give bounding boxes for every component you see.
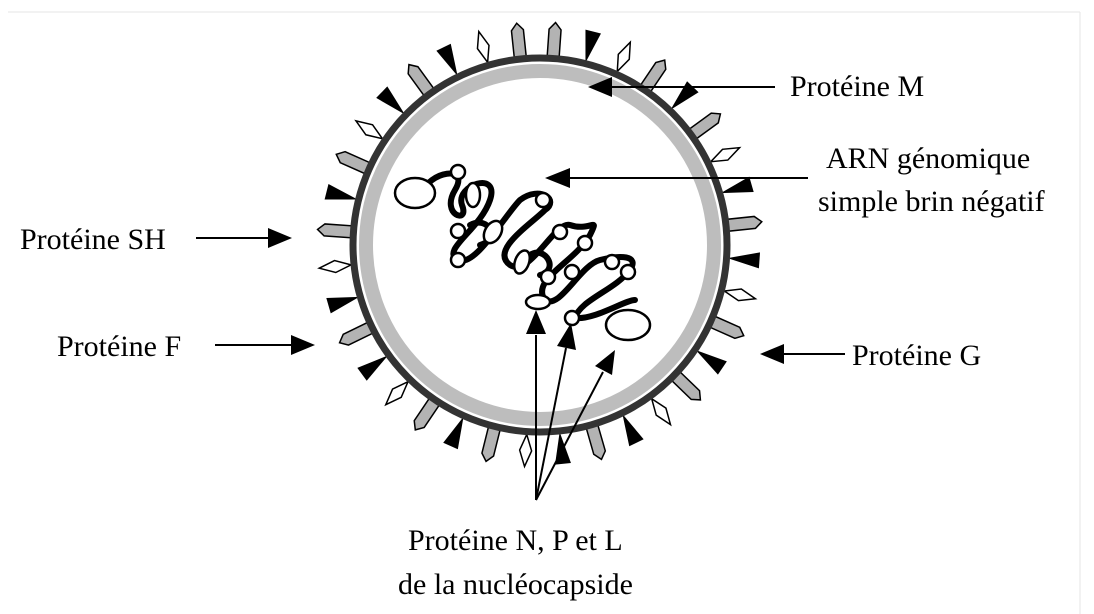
bead	[451, 253, 465, 267]
spike-protein-f	[511, 23, 527, 61]
spike-protein-sh	[647, 395, 676, 428]
spike-protein-g	[727, 250, 760, 268]
spike	[552, 431, 571, 464]
bead	[565, 265, 579, 279]
spike-protein-sh	[723, 285, 757, 304]
spike-protein-f	[317, 223, 355, 238]
spike	[317, 223, 355, 238]
spike	[353, 116, 386, 144]
spike	[519, 434, 533, 467]
bead	[395, 178, 435, 208]
spike-protein-sh	[353, 116, 386, 144]
bead	[451, 224, 465, 238]
spike-protein-sh	[708, 142, 742, 167]
spike	[381, 378, 412, 409]
bead	[536, 193, 550, 207]
spike	[612, 40, 636, 74]
spike-protein-sh	[612, 40, 636, 74]
spike	[727, 250, 760, 268]
bead	[565, 311, 579, 325]
label-protein-sh: Protéine SH	[20, 223, 166, 256]
spike-protein-f	[724, 216, 762, 232]
label-arn-line1: ARN génomique	[826, 142, 1030, 175]
bead	[605, 255, 619, 269]
spike-protein-sh	[519, 434, 533, 467]
spike-protein-f	[547, 22, 562, 60]
label-arn-line2: simple brin négatif	[818, 185, 1045, 218]
label-protein-m: Protéine M	[790, 70, 924, 103]
spike	[473, 30, 493, 64]
spike-protein-g	[552, 431, 571, 464]
spike	[724, 216, 762, 232]
label-protein-f: Protéine F	[57, 330, 181, 363]
bead	[466, 183, 480, 207]
bead	[451, 165, 465, 179]
bead	[541, 270, 555, 284]
spike	[319, 259, 352, 274]
arrowhead	[760, 344, 784, 364]
spike	[511, 23, 527, 61]
arrowhead	[291, 335, 315, 355]
viral-envelope	[353, 58, 727, 432]
bead	[553, 225, 567, 239]
label-npl-line1: Protéine N, P et L	[408, 524, 623, 557]
arrowhead	[268, 228, 292, 248]
label-npl-line2: de la nucléocapside	[398, 568, 633, 601]
spike-protein-sh	[473, 30, 493, 64]
spike	[723, 285, 757, 304]
spike	[647, 395, 676, 428]
spike	[708, 142, 742, 167]
bead	[578, 236, 592, 250]
bead	[526, 295, 550, 309]
spike	[547, 22, 562, 60]
spike-protein-sh	[319, 259, 352, 274]
bead	[606, 310, 650, 340]
spike-protein-sh	[381, 378, 412, 409]
label-protein-g: Protéine G	[852, 339, 981, 372]
bead	[621, 265, 635, 279]
